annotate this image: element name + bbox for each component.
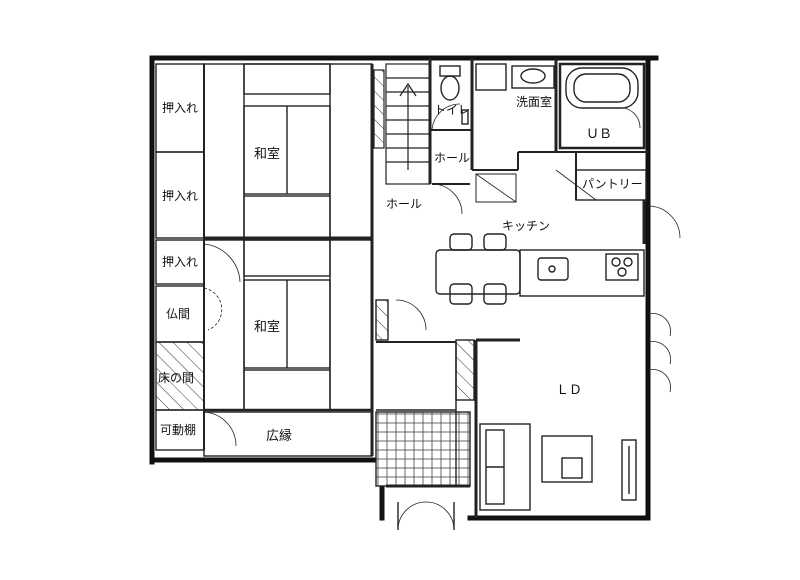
label-oshiire-3: 押入れ [162, 255, 198, 269]
living-dining [455, 313, 671, 518]
label-oshiire-1: 押入れ [162, 101, 198, 115]
label-pantry: パントリー [582, 177, 643, 191]
label-ld: ＬＤ [556, 383, 582, 398]
outer-walls [149, 55, 659, 521]
label-washitsu-2: 和室 [254, 319, 280, 335]
label-washitsu-1: 和室 [254, 146, 280, 162]
staircase [373, 63, 431, 185]
label-ub: ＵＢ [586, 127, 612, 142]
label-butsuma: 仏間 [166, 307, 190, 321]
wet-area [428, 58, 648, 215]
label-hall-upper: ホール [434, 151, 470, 165]
label-kitchen: キッチン [502, 219, 550, 233]
label-oshiire-2: 押入れ [162, 189, 198, 203]
entrance [375, 299, 471, 531]
label-kadoudana: 可動棚 [160, 422, 196, 437]
label-senmenjo: 洗面室 [516, 94, 552, 109]
label-toilet: トイレ [434, 103, 470, 117]
label-tokonoma: 床の間 [158, 371, 194, 385]
kitchen-area [435, 200, 681, 305]
label-hiroen: 広縁 [266, 428, 292, 444]
japanese-rooms [155, 63, 374, 457]
label-hall-lower: ホール [386, 197, 422, 211]
